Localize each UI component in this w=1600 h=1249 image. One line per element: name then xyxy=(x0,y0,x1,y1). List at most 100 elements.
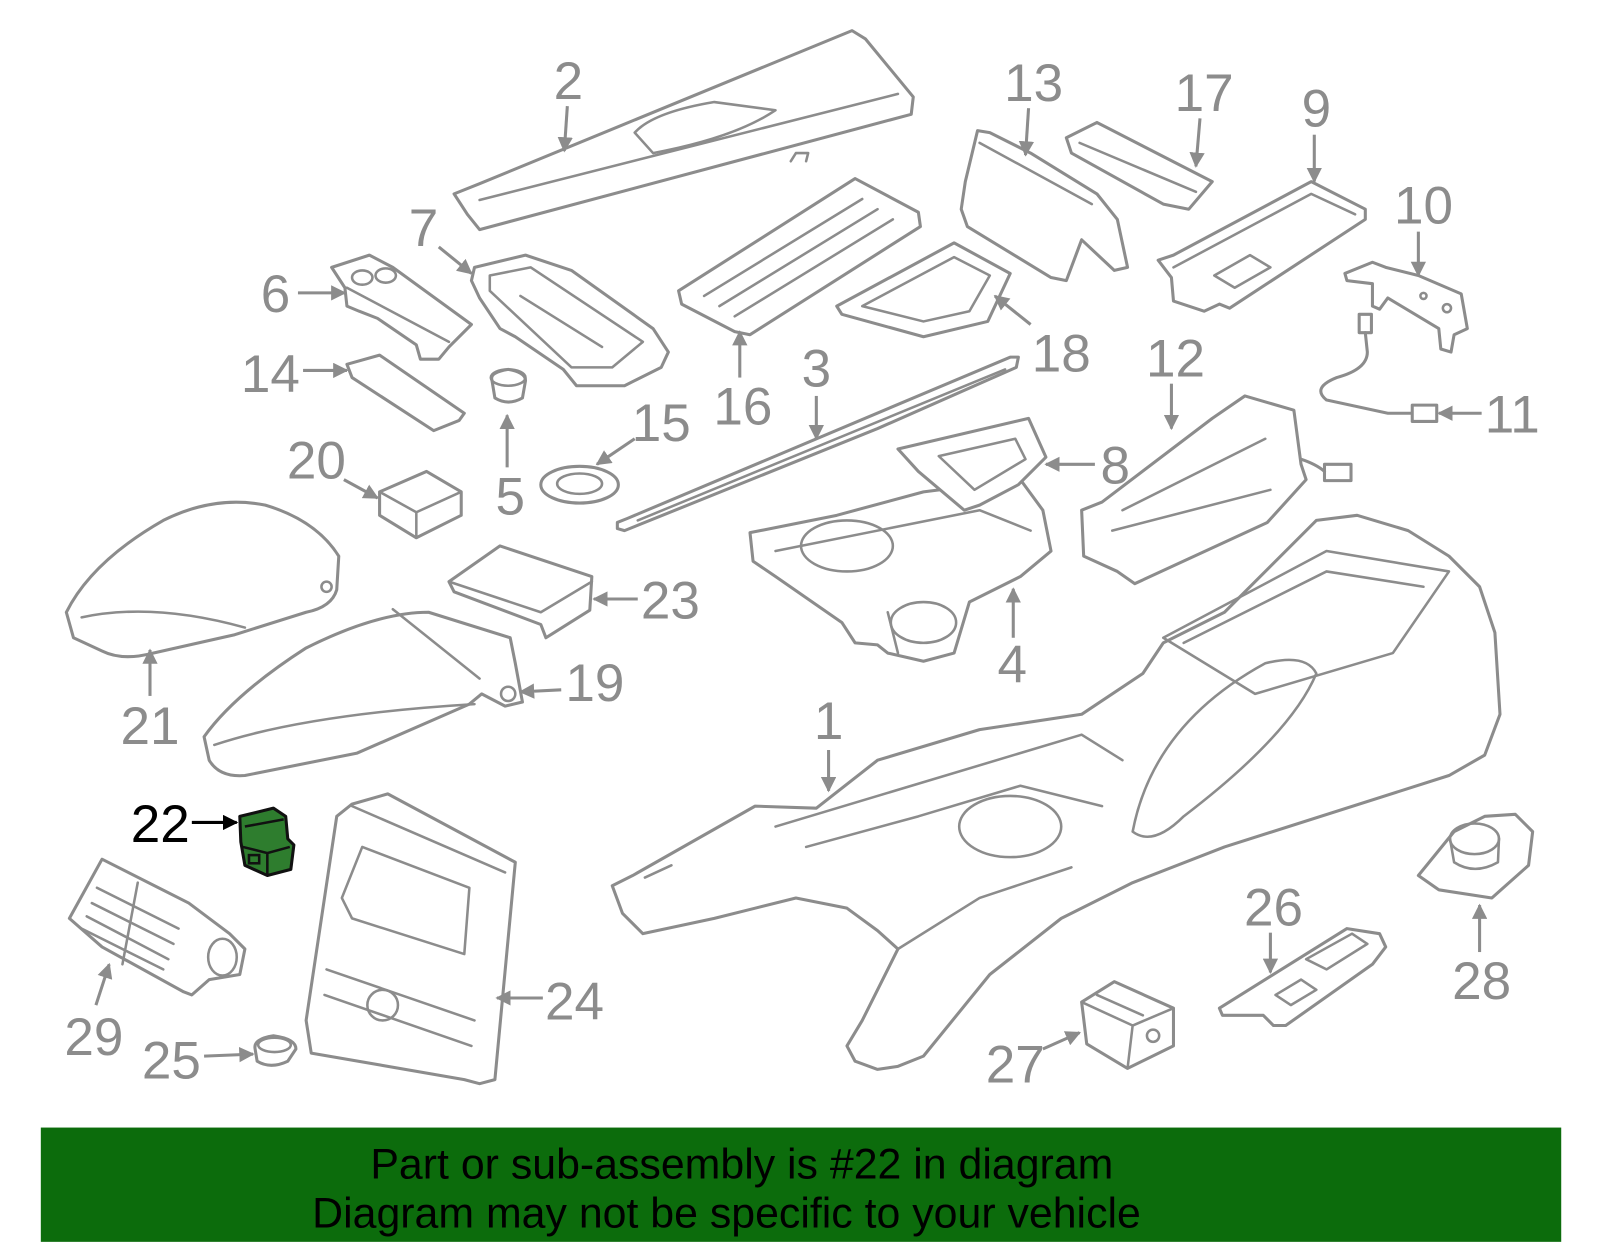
callout-label: 25 xyxy=(142,1032,201,1091)
callout-14: 14 xyxy=(241,345,349,404)
part-1 xyxy=(610,513,1502,1071)
part-20 xyxy=(378,469,463,540)
callout-label: 8 xyxy=(1101,437,1131,496)
part-11 xyxy=(1319,312,1439,423)
callout-label: 6 xyxy=(261,265,291,324)
callout-label: 9 xyxy=(1302,80,1332,139)
part-18 xyxy=(835,241,1012,339)
banner-line-1: Part or sub-assembly is #22 in diagram xyxy=(370,1141,1113,1189)
part-17 xyxy=(1064,120,1214,211)
callout-23: 23 xyxy=(592,571,700,630)
callout-22: 22 xyxy=(131,795,239,854)
info-banner: Part or sub-assembly is #22 in diagram D… xyxy=(40,1127,1562,1242)
part-16 xyxy=(677,177,922,337)
callout-label: 7 xyxy=(409,199,439,258)
callout-6: 6 xyxy=(261,265,347,324)
callout-arrow xyxy=(1042,1031,1081,1051)
callout-3: 3 xyxy=(802,340,832,441)
callout-label: 5 xyxy=(495,467,525,526)
callout-arrow xyxy=(518,683,562,699)
part-5 xyxy=(489,367,528,404)
callout-label: 27 xyxy=(986,1036,1045,1095)
callout-17: 17 xyxy=(1175,64,1234,168)
part-26 xyxy=(1217,927,1388,1028)
callout-label: 21 xyxy=(120,697,179,756)
callout-19: 19 xyxy=(518,654,624,713)
part-9 xyxy=(1156,180,1367,313)
part-29 xyxy=(67,857,247,997)
part-14 xyxy=(345,353,466,433)
callout-arrow xyxy=(1018,108,1035,157)
part-21 xyxy=(64,500,341,659)
callout-arrow xyxy=(437,245,473,275)
callout-7: 7 xyxy=(409,199,473,275)
callout-13: 13 xyxy=(1004,54,1063,157)
part-27 xyxy=(1080,980,1176,1070)
callout-20: 20 xyxy=(287,432,379,500)
callout-arrow xyxy=(1189,118,1205,168)
part-3 xyxy=(615,355,1020,533)
part-24 xyxy=(304,792,517,1086)
callout-label: 23 xyxy=(641,571,700,630)
part-2 xyxy=(452,29,915,232)
callout-9: 9 xyxy=(1302,80,1332,184)
callout-29: 29 xyxy=(64,962,123,1067)
callout-2: 2 xyxy=(554,52,584,153)
callout-12: 12 xyxy=(1146,330,1205,431)
callout-label: 3 xyxy=(802,340,832,399)
callout-arrow xyxy=(343,478,379,500)
banner-background xyxy=(40,1127,1562,1242)
callout-4: 4 xyxy=(997,587,1027,695)
callout-5: 5 xyxy=(495,413,525,526)
part-23 xyxy=(447,544,594,640)
part-4 xyxy=(748,478,1053,663)
part-10 xyxy=(1343,260,1469,354)
callout-label: 18 xyxy=(1032,324,1091,383)
callout-11: 11 xyxy=(1437,386,1540,445)
callout-label: 17 xyxy=(1175,64,1234,123)
callout-label: 1 xyxy=(814,692,844,751)
callout-8: 8 xyxy=(1044,437,1131,496)
callout-label: 14 xyxy=(241,345,300,404)
banner-line-2: Diagram may not be specific to your vehi… xyxy=(312,1190,1141,1238)
callout-arrow xyxy=(204,1047,255,1063)
callout-27: 27 xyxy=(986,1031,1081,1095)
callout-15: 15 xyxy=(595,394,691,466)
callout-label: 10 xyxy=(1394,176,1453,235)
callout-1: 1 xyxy=(814,692,844,793)
callout-label: 16 xyxy=(713,378,772,437)
callout-label: 15 xyxy=(632,394,691,453)
callout-label: 26 xyxy=(1244,879,1303,938)
callout-25: 25 xyxy=(142,1032,255,1091)
callout-label: 12 xyxy=(1146,330,1205,389)
part-28 xyxy=(1416,812,1535,900)
part-15 xyxy=(539,464,620,505)
callout-16: 16 xyxy=(713,330,772,437)
callout-label-highlighted: 22 xyxy=(131,795,190,854)
part-13 xyxy=(959,129,1130,283)
callout-26: 26 xyxy=(1244,879,1303,974)
callout-label: 4 xyxy=(997,636,1027,695)
part-25 xyxy=(253,1034,298,1067)
callout-label: 11 xyxy=(1485,386,1540,445)
callout-28: 28 xyxy=(1452,903,1511,1011)
callout-10: 10 xyxy=(1394,176,1453,278)
part-12 xyxy=(1080,394,1353,586)
callout-label: 28 xyxy=(1452,952,1511,1011)
callout-21: 21 xyxy=(120,648,180,756)
callout-label: 2 xyxy=(554,52,584,111)
callout-label: 24 xyxy=(545,972,604,1031)
callout-arrow xyxy=(595,437,636,466)
callout-label: 13 xyxy=(1004,54,1063,113)
callout-18: 18 xyxy=(993,294,1091,383)
callout-arrow xyxy=(993,294,1032,326)
part-19 xyxy=(202,607,524,778)
callout-24: 24 xyxy=(495,972,604,1031)
part-22-highlighted xyxy=(238,806,296,878)
callout-arrow xyxy=(94,962,113,1006)
callout-label: 19 xyxy=(565,654,624,713)
callout-label: 29 xyxy=(64,1008,123,1067)
callout-label: 20 xyxy=(287,432,346,491)
part-7 xyxy=(469,253,670,388)
